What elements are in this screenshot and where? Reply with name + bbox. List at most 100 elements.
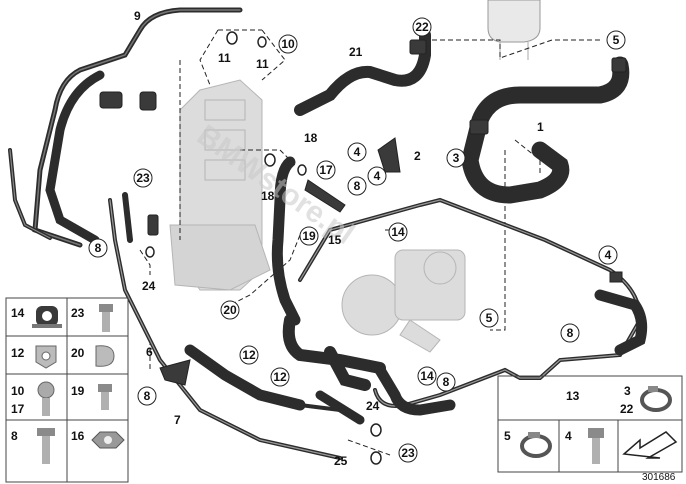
- callout-circle: 5: [606, 30, 626, 50]
- callout-circle: 8: [88, 238, 108, 258]
- legend-label: 20: [71, 346, 85, 360]
- legend-label: 22: [620, 402, 634, 416]
- svg-text:5: 5: [486, 311, 493, 325]
- callout-circle: 12: [239, 345, 259, 365]
- hose-clip-icon: [35, 345, 57, 369]
- plain-callouts: 9 11 11 21 1 2 18 18 15 24 6 7 13 24 25: [134, 9, 580, 468]
- callout-circle: 12: [270, 367, 290, 387]
- hoses: [8, 7, 648, 460]
- svg-text:23: 23: [136, 171, 150, 185]
- callout-circle: 19: [299, 226, 319, 246]
- callout-circle: 10: [278, 34, 298, 54]
- callout-label: 15: [328, 233, 342, 247]
- callout-label: 7: [174, 413, 181, 427]
- svg-text:20: 20: [223, 303, 237, 317]
- legend-left-labels: 14 23 12 20 10 17 19 8 16: [11, 306, 85, 443]
- callout-label: 24: [142, 279, 156, 293]
- callout-circle: 14: [388, 222, 408, 242]
- callout-circle: 8: [137, 386, 157, 406]
- legend-right-icons: [520, 386, 678, 464]
- legend-label: 8: [11, 429, 18, 443]
- svg-text:8: 8: [443, 375, 450, 389]
- svg-text:10: 10: [281, 37, 295, 51]
- callout-circle: 14: [417, 366, 437, 386]
- svg-text:22: 22: [415, 20, 429, 34]
- reservoir: [487, 0, 541, 60]
- legend-label: 4: [565, 429, 572, 443]
- svg-text:8: 8: [144, 389, 151, 403]
- svg-text:8: 8: [354, 179, 361, 193]
- callout-circle: 4: [367, 166, 387, 186]
- callout-label: 25: [334, 454, 348, 468]
- legend-label: 23: [71, 306, 85, 320]
- callout-label: 11: [218, 51, 231, 65]
- callout-label: 13: [566, 389, 580, 403]
- hose-clamp-icon: [640, 386, 672, 412]
- callout-label: 21: [349, 45, 363, 59]
- callout-label: 1: [537, 120, 544, 134]
- callout-circle: 17: [316, 160, 336, 180]
- svg-text:4: 4: [374, 169, 381, 183]
- callout-circle: 4: [598, 245, 618, 265]
- clamp-bracket-icon: [32, 306, 62, 328]
- legend-label: 19: [71, 384, 85, 398]
- legend-label: 14: [11, 306, 25, 320]
- svg-text:23: 23: [401, 446, 415, 460]
- clip-icon: [95, 345, 115, 367]
- callout-label: 6: [146, 345, 153, 359]
- svg-text:5: 5: [613, 33, 620, 47]
- svg-text:8: 8: [95, 241, 102, 255]
- steering-gear: [169, 79, 271, 291]
- circled-callouts: 10 17 22 5 3 4 4 8 23 8 14 19 20 5 4 12 …: [88, 17, 626, 463]
- callout-label: 9: [134, 9, 141, 23]
- bolt-icon: [99, 304, 113, 332]
- bolt-icon: [98, 384, 112, 410]
- callout-circle: 8: [436, 372, 456, 392]
- legend-right-labels: 3 22 5 4: [504, 384, 634, 443]
- screw-icon: [588, 428, 604, 464]
- legend-label: 16: [71, 429, 85, 443]
- screw-icon: [37, 428, 55, 464]
- callout-circle: 3: [446, 148, 466, 168]
- callout-circle: 8: [560, 323, 580, 343]
- legend-label: 10: [11, 384, 25, 398]
- legend-label: 5: [504, 429, 511, 443]
- callout-circle: 5: [479, 308, 499, 328]
- callout-label: 18: [304, 131, 318, 145]
- o-rings: [145, 31, 382, 465]
- legend-left: [5, 297, 129, 483]
- callout-label: 18: [261, 189, 275, 203]
- power-steering-pump: [341, 249, 466, 353]
- callout-label: 2: [414, 149, 421, 163]
- legend-label: 17: [11, 402, 25, 416]
- callout-circle: 20: [220, 300, 240, 320]
- callout-circle: 23: [133, 168, 153, 188]
- svg-text:19: 19: [302, 229, 316, 243]
- callout-circle: 4: [347, 142, 367, 162]
- svg-text:8: 8: [567, 326, 574, 340]
- figure-number: 301686: [642, 472, 676, 483]
- legend-right: [497, 375, 683, 473]
- svg-text:4: 4: [605, 248, 612, 262]
- banjo-bolt-icon: [37, 381, 55, 416]
- legend-left-icons: [32, 304, 125, 464]
- svg-text:14: 14: [420, 369, 434, 383]
- svg-text:4: 4: [354, 145, 361, 159]
- arrow-icon: [622, 431, 678, 459]
- svg-text:12: 12: [242, 348, 256, 362]
- hose-clamp-icon: [520, 432, 552, 458]
- callout-circle: 22: [412, 17, 432, 37]
- legend-label: 3: [624, 384, 631, 398]
- legend-label: 12: [11, 346, 25, 360]
- svg-text:14: 14: [391, 225, 405, 239]
- callout-circle: 8: [347, 176, 367, 196]
- svg-text:3: 3: [453, 151, 460, 165]
- svg-text:17: 17: [319, 163, 333, 177]
- callout-label: 24: [366, 399, 380, 413]
- callout-label: 11: [256, 57, 269, 71]
- small-parts: [99, 39, 627, 386]
- hex-nut-icon: [91, 431, 125, 449]
- callout-circle: 23: [398, 443, 418, 463]
